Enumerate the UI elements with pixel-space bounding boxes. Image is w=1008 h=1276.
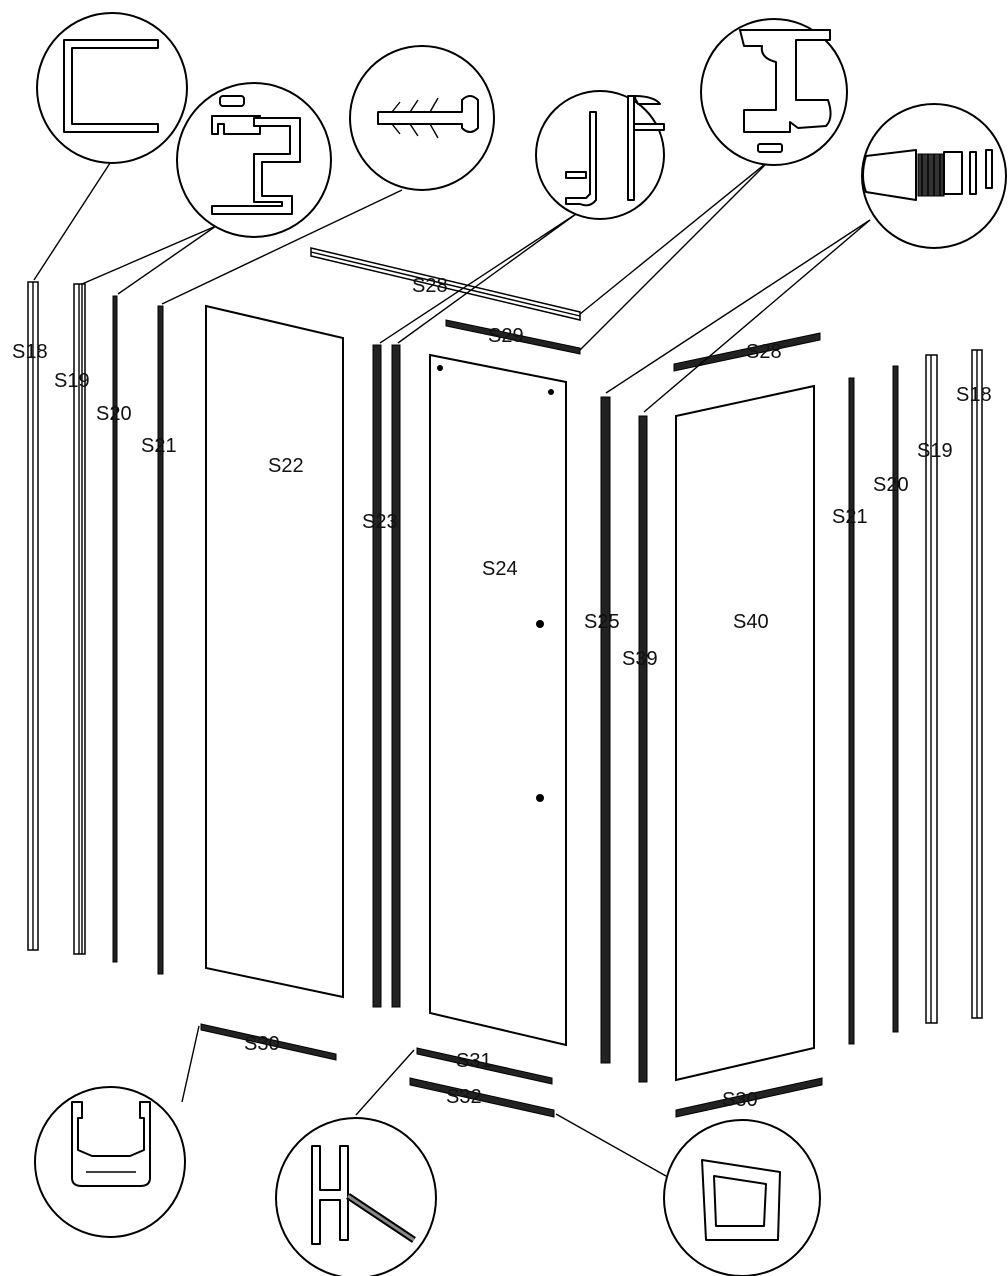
glass-panel-s40 bbox=[675, 384, 815, 1082]
detail-circle-s19 bbox=[176, 82, 332, 238]
detail-circle-s18 bbox=[36, 12, 188, 164]
profile-s18-right bbox=[971, 349, 983, 1019]
label-s28-right: S28 bbox=[746, 341, 782, 363]
detail-circle-s39 bbox=[861, 103, 1007, 249]
door-panel-s24 bbox=[429, 353, 567, 1047]
label-s18-right: S18 bbox=[956, 384, 992, 406]
label-s30-right: S30 bbox=[722, 1089, 758, 1111]
leader-lines bbox=[33, 159, 871, 1177]
label-s28-top: S28 bbox=[412, 275, 448, 297]
profile-s21-left bbox=[157, 305, 164, 975]
profile-s19-right bbox=[925, 354, 938, 1024]
label-s25: S25 bbox=[584, 611, 620, 633]
handle-hole bbox=[536, 794, 544, 802]
glass-panel-s22 bbox=[205, 304, 344, 999]
label-s21-right: S21 bbox=[832, 506, 868, 528]
label-s18-left: S18 bbox=[12, 341, 48, 363]
label-s32: S32 bbox=[446, 1086, 482, 1108]
label-s31: S31 bbox=[456, 1050, 492, 1072]
rail-s30-left bbox=[200, 1023, 337, 1061]
detail-circle-s20 bbox=[349, 45, 495, 191]
profile-s18-left bbox=[27, 281, 39, 951]
profile-s20-left bbox=[112, 295, 118, 963]
label-s40: S40 bbox=[733, 611, 769, 633]
label-s21-left: S21 bbox=[141, 435, 177, 457]
label-s23: S23 bbox=[362, 511, 398, 533]
label-s39: S39 bbox=[622, 648, 658, 670]
rail-s31 bbox=[416, 1047, 553, 1085]
rail-s28-right bbox=[673, 332, 821, 372]
part-labels: S18 S19 S20 S21 S22 S23 S24 S25 S39 S40 … bbox=[12, 275, 992, 1111]
rail-s29 bbox=[445, 319, 581, 355]
label-s19-right: S19 bbox=[917, 440, 953, 462]
label-s24: S24 bbox=[482, 558, 518, 580]
profile-s39 bbox=[638, 415, 648, 1083]
door-hole bbox=[437, 365, 443, 371]
rail-s30-right bbox=[675, 1077, 823, 1118]
label-s22: S22 bbox=[268, 455, 304, 477]
handle-hole bbox=[536, 620, 544, 628]
rail-s32 bbox=[409, 1077, 555, 1118]
label-s20-left: S20 bbox=[96, 403, 132, 425]
detail-circle-s32 bbox=[663, 1119, 821, 1276]
label-s20-right: S20 bbox=[873, 474, 909, 496]
detail-circle-s23 bbox=[535, 90, 665, 220]
label-s19-left: S19 bbox=[54, 370, 90, 392]
detail-circle-s30 bbox=[34, 1086, 186, 1238]
door-hole bbox=[548, 389, 554, 395]
profile-s21-right bbox=[848, 377, 855, 1045]
detail-circle-s25 bbox=[700, 18, 848, 166]
profile-s20-right bbox=[892, 365, 899, 1033]
label-s30-left: S30 bbox=[244, 1033, 280, 1055]
profile-s19-left bbox=[73, 283, 86, 955]
profile-s23 bbox=[372, 344, 401, 1008]
detail-circle-s31 bbox=[275, 1117, 437, 1276]
label-s29: S29 bbox=[488, 325, 524, 347]
profile-s25 bbox=[600, 396, 611, 1064]
